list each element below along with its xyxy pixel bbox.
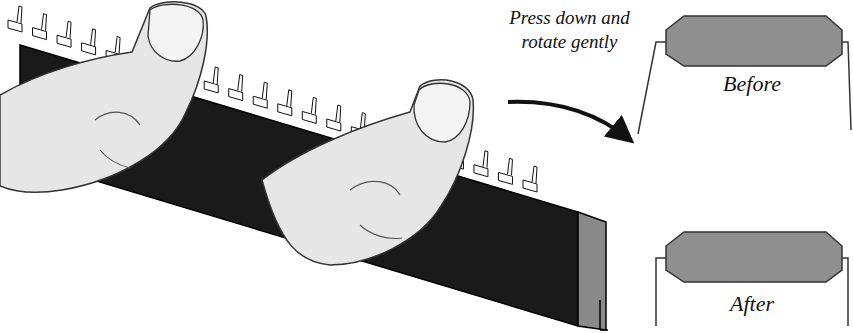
- chip-leg: [599, 300, 601, 330]
- right-thumb: [262, 80, 473, 265]
- chip-leg: [600, 329, 608, 331]
- state-label: After: [692, 290, 812, 318]
- chip-end: [578, 212, 606, 330]
- left-thumb: [0, 2, 207, 192]
- component-after: [656, 232, 848, 326]
- instruction-text: Press down and rotate gently: [492, 6, 647, 54]
- state-label: Before: [692, 70, 812, 98]
- component-before: [638, 16, 851, 134]
- rotate-arrow: [508, 102, 630, 140]
